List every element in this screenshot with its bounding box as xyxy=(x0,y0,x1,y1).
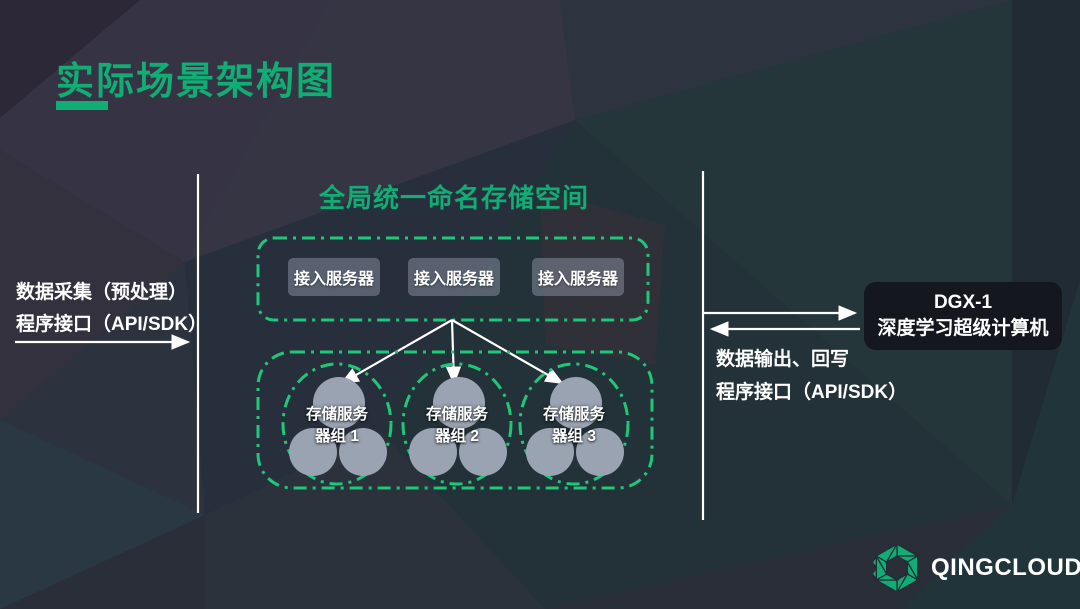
storage-space-heading: 全局统一命名存储空间 xyxy=(318,183,589,213)
qingcloud-hexagon-icon xyxy=(872,543,921,593)
dgx1-box: DGX-1 深度学习超级计算机 xyxy=(864,282,1062,350)
title-underline xyxy=(56,101,108,110)
page-title: 实际场景架构图 xyxy=(56,61,337,103)
storage-group-1-label: 存储服务 器组 1 xyxy=(277,404,397,447)
qingcloud-logo-text: QINGCLOUD xyxy=(931,554,1080,581)
storage-group-3-label: 存储服务 器组 3 xyxy=(514,404,634,447)
access-server-box-1: 接入服务器 xyxy=(288,258,380,296)
dgx1-box-line2: 深度学习超级计算机 xyxy=(877,318,1049,339)
access-server-box-3: 接入服务器 xyxy=(532,258,624,296)
storage-group-2-line2: 器组 2 xyxy=(435,427,479,445)
storage-group-3-line1: 存储服务 xyxy=(542,406,605,423)
qingcloud-logo: QINGCLOUD xyxy=(872,543,1080,593)
storage-group-2-label: 存储服务 器组 2 xyxy=(397,404,517,447)
right-flow-label-2: 程序接口（API/SDK） xyxy=(716,382,908,403)
storage-group-3-line2: 器组 3 xyxy=(552,427,596,445)
left-flow-label-2: 程序接口（API/SDK） xyxy=(16,314,208,335)
right-flow-label-1: 数据输出、回写 xyxy=(716,349,850,370)
left-flow-label-1: 数据采集（预处理） xyxy=(16,282,188,303)
storage-group-2-line1: 存储服务 xyxy=(425,406,488,423)
storage-group-1-line2: 器组 1 xyxy=(315,427,359,445)
dgx1-box-line1: DGX-1 xyxy=(933,292,993,314)
access-server-box-2: 接入服务器 xyxy=(408,258,500,296)
storage-group-1-line1: 存储服务 xyxy=(305,406,368,423)
